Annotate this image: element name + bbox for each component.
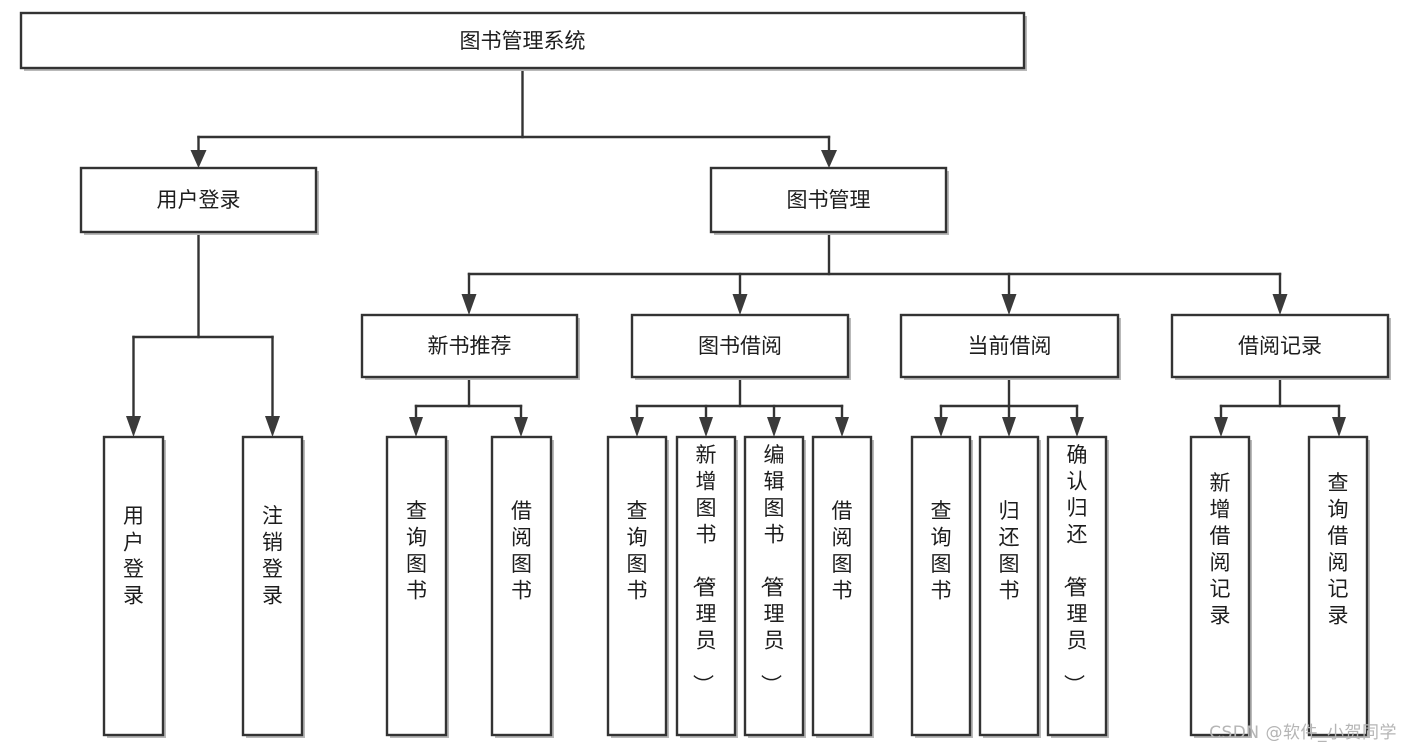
node-leaf-add-book-box[interactable] (675, 435, 737, 737)
node-borrow-record-label: 借阅记录 (1238, 334, 1322, 358)
arrow-head-leaf-edit-book (767, 417, 781, 437)
node-user-login-label: 用户登录 (157, 188, 241, 212)
node-leaf-confirm-return-label: 确认归还（管理员） (1062, 443, 1088, 695)
node-leaf-borrow-book-1[interactable]: 借阅图书 (490, 435, 554, 738)
node-book-manage[interactable]: 图书管理 (709, 166, 949, 235)
node-leaf-return-book[interactable]: 归还图书 (978, 435, 1041, 738)
node-leaf-query-book-3-box[interactable] (910, 435, 972, 737)
arrow-head-leaf-add-book (699, 417, 713, 437)
arrow-head-new-book-recommend (461, 294, 477, 315)
arrow-head-leaf-user-login (126, 416, 141, 437)
node-user-login-box[interactable] (79, 166, 318, 234)
node-leaf-query-record[interactable]: 查询借阅记录 (1307, 435, 1370, 738)
node-leaf-query-record-label: 查询借阅记录 (1328, 471, 1349, 628)
node-new-book-recommend-label: 新书推荐 (428, 334, 512, 358)
node-leaf-edit-book[interactable]: 编辑图书（管理员） (743, 435, 806, 738)
arrow-head-leaf-confirm-return (1070, 417, 1084, 437)
arrow-head-leaf-add-record (1214, 417, 1228, 437)
node-leaf-query-book-2-box[interactable] (606, 435, 668, 737)
arrow-head-leaf-query-book-3 (934, 417, 948, 437)
node-root[interactable]: 图书管理系统 (19, 11, 1027, 71)
arrow-head-current-borrow (1001, 294, 1017, 315)
node-leaf-return-book-label: 归还图书 (999, 499, 1020, 603)
node-book-manage-label: 图书管理 (787, 188, 871, 212)
node-current-borrow-box[interactable] (899, 313, 1120, 379)
arrow-head-book-borrow (732, 294, 748, 315)
node-leaf-query-book-1-box[interactable] (385, 435, 448, 737)
node-leaf-add-book[interactable]: 新增图书（管理员） (675, 435, 738, 738)
node-leaf-borrow-book-1-box[interactable] (490, 435, 553, 737)
node-user-login[interactable]: 用户登录 (79, 166, 319, 235)
node-book-borrow-box[interactable] (630, 313, 850, 379)
arrow-head-user-login (190, 150, 207, 168)
node-leaf-user-logout-label: 注销登录 (262, 504, 283, 608)
node-leaf-edit-book-label: 编辑图书（管理员） (759, 443, 785, 695)
node-leaf-query-book-1[interactable]: 查询图书 (385, 435, 449, 738)
node-book-manage-box[interactable] (709, 166, 948, 234)
node-leaf-confirm-return-box[interactable] (1046, 435, 1108, 737)
arrow-head-leaf-borrow-book-2 (835, 417, 849, 437)
node-root-box[interactable] (19, 11, 1026, 70)
node-leaf-borrow-book-2-label: 借阅图书 (832, 499, 853, 603)
arrow-head-leaf-borrow-book-1 (514, 417, 528, 437)
node-leaf-query-book-2-label: 查询图书 (627, 499, 648, 603)
node-new-book-recommend[interactable]: 新书推荐 (360, 313, 580, 380)
node-leaf-add-record-box[interactable] (1189, 435, 1251, 737)
node-leaf-query-book-1-label: 查询图书 (406, 499, 427, 603)
arrow-head-leaf-query-book-2 (630, 417, 644, 437)
arrow-head-leaf-query-record (1332, 417, 1346, 437)
node-leaf-add-book-label: 新增图书（管理员） (691, 443, 717, 695)
node-leaf-add-record[interactable]: 新增借阅记录 (1189, 435, 1252, 738)
node-leaf-confirm-return[interactable]: 确认归还（管理员） (1046, 435, 1109, 738)
arrow-head-borrow-record (1272, 294, 1288, 315)
node-leaf-user-login-label: 用户登录 (123, 504, 144, 608)
connector-layer (126, 66, 1346, 437)
node-leaf-query-record-box[interactable] (1307, 435, 1369, 737)
node-new-book-recommend-box[interactable] (360, 313, 579, 379)
arrow-head-leaf-user-logout (265, 416, 280, 437)
node-leaf-user-logout-box[interactable] (241, 435, 304, 737)
node-leaf-add-record-label: 新增借阅记录 (1210, 471, 1231, 628)
node-leaf-return-book-box[interactable] (978, 435, 1040, 737)
node-borrow-record-box[interactable] (1170, 313, 1390, 379)
node-current-borrow-label: 当前借阅 (968, 334, 1052, 358)
node-leaf-query-book-3[interactable]: 查询图书 (910, 435, 973, 738)
arrow-head-book-manage (821, 150, 837, 168)
node-leaf-user-logout[interactable]: 注销登录 (241, 435, 305, 738)
arrow-head-leaf-return-book (1002, 417, 1016, 437)
node-leaf-borrow-book-2[interactable]: 借阅图书 (811, 435, 874, 738)
node-current-borrow[interactable]: 当前借阅 (899, 313, 1121, 380)
node-root-label: 图书管理系统 (460, 29, 586, 53)
node-leaf-query-book-3-label: 查询图书 (931, 499, 952, 603)
arrow-head-leaf-query-book-1 (409, 417, 423, 437)
node-leaf-borrow-book-1-label: 借阅图书 (511, 499, 532, 603)
node-leaf-query-book-2[interactable]: 查询图书 (606, 435, 669, 738)
node-book-borrow-label: 图书借阅 (698, 334, 782, 358)
node-borrow-record[interactable]: 借阅记录 (1170, 313, 1391, 380)
node-leaf-borrow-book-2-box[interactable] (811, 435, 873, 737)
node-leaf-edit-book-box[interactable] (743, 435, 805, 737)
node-leaf-user-login[interactable]: 用户登录 (102, 435, 166, 738)
node-leaf-user-login-box[interactable] (102, 435, 165, 737)
node-book-borrow[interactable]: 图书借阅 (630, 313, 851, 380)
